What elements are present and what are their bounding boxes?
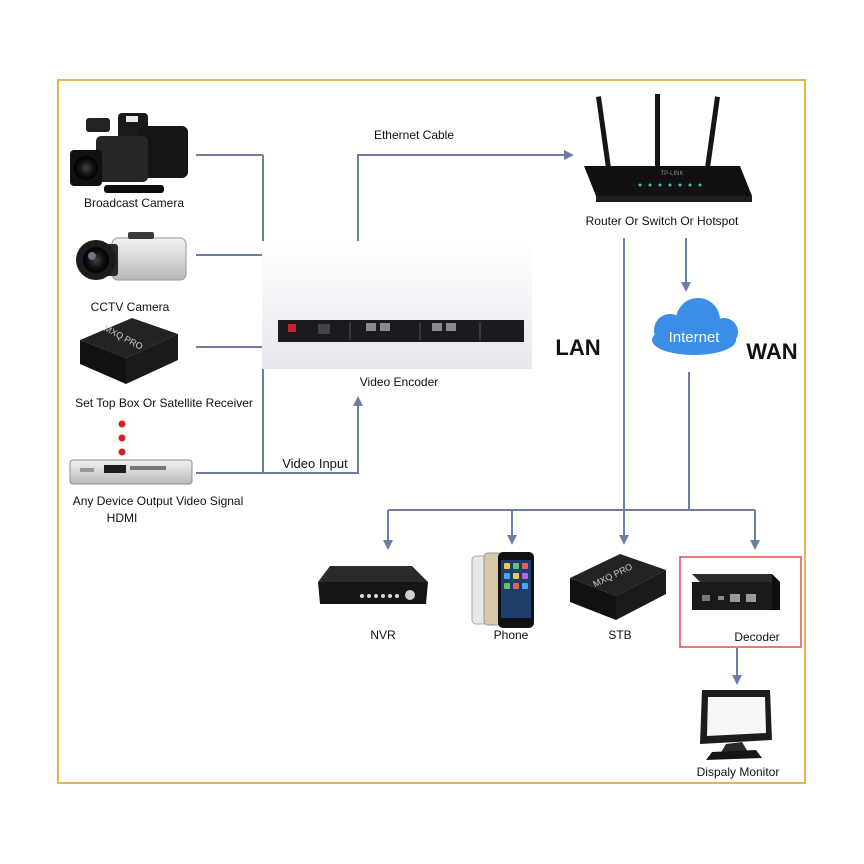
cctv-camera-label: CCTV Camera: [91, 300, 170, 314]
phone-icon: [471, 552, 534, 628]
stb-label: STB: [608, 628, 631, 642]
video-input-label: Video Input: [282, 456, 348, 471]
wan-label: WAN: [746, 339, 797, 364]
video-encoder-icon: [262, 241, 532, 369]
any-device-label: Any Device Output Video Signal: [73, 494, 244, 508]
line-video-input: [263, 396, 363, 474]
more-devices-dots: [118, 420, 126, 456]
nvr-icon: [318, 566, 428, 604]
set-top-box-label: Set Top Box Or Satellite Receiver: [75, 396, 253, 410]
stb-icon: MXQ PRO: [570, 554, 666, 620]
display-monitor-label: Dispaly Monitor: [697, 765, 780, 779]
video-encoder-label: Video Encoder: [360, 375, 439, 389]
router-label: Router Or Switch Or Hotspot: [586, 214, 739, 228]
set-top-box-icon: MXQ PRO: [80, 318, 178, 384]
diagram-frame: [57, 79, 806, 784]
cctv-camera-icon: [76, 232, 187, 281]
broadcast-camera-icon: [70, 113, 188, 193]
hdmi-label: HDMI: [107, 511, 138, 525]
decoder-icon: [692, 574, 780, 610]
router-brand: TP-LINK: [660, 171, 683, 177]
connection-lines: [196, 150, 760, 685]
internet-cloud-icon: [652, 298, 738, 355]
internet-label: Internet: [669, 329, 721, 346]
ethernet-cable-label: Ethernet Cable: [374, 128, 454, 142]
lan-label: LAN: [555, 335, 600, 360]
video-device-icon: [69, 459, 193, 485]
display-monitor-icon: [700, 690, 772, 760]
decoder-highlight-box: [679, 556, 802, 648]
router-icon: TP-LINK: [584, 94, 752, 202]
nvr-label: NVR: [370, 628, 396, 642]
decoder-label: Decoder: [734, 630, 779, 644]
phone-label: Phone: [494, 628, 529, 642]
line-ethernet-cable: [357, 150, 574, 241]
broadcast-camera-label: Broadcast Camera: [84, 196, 184, 210]
